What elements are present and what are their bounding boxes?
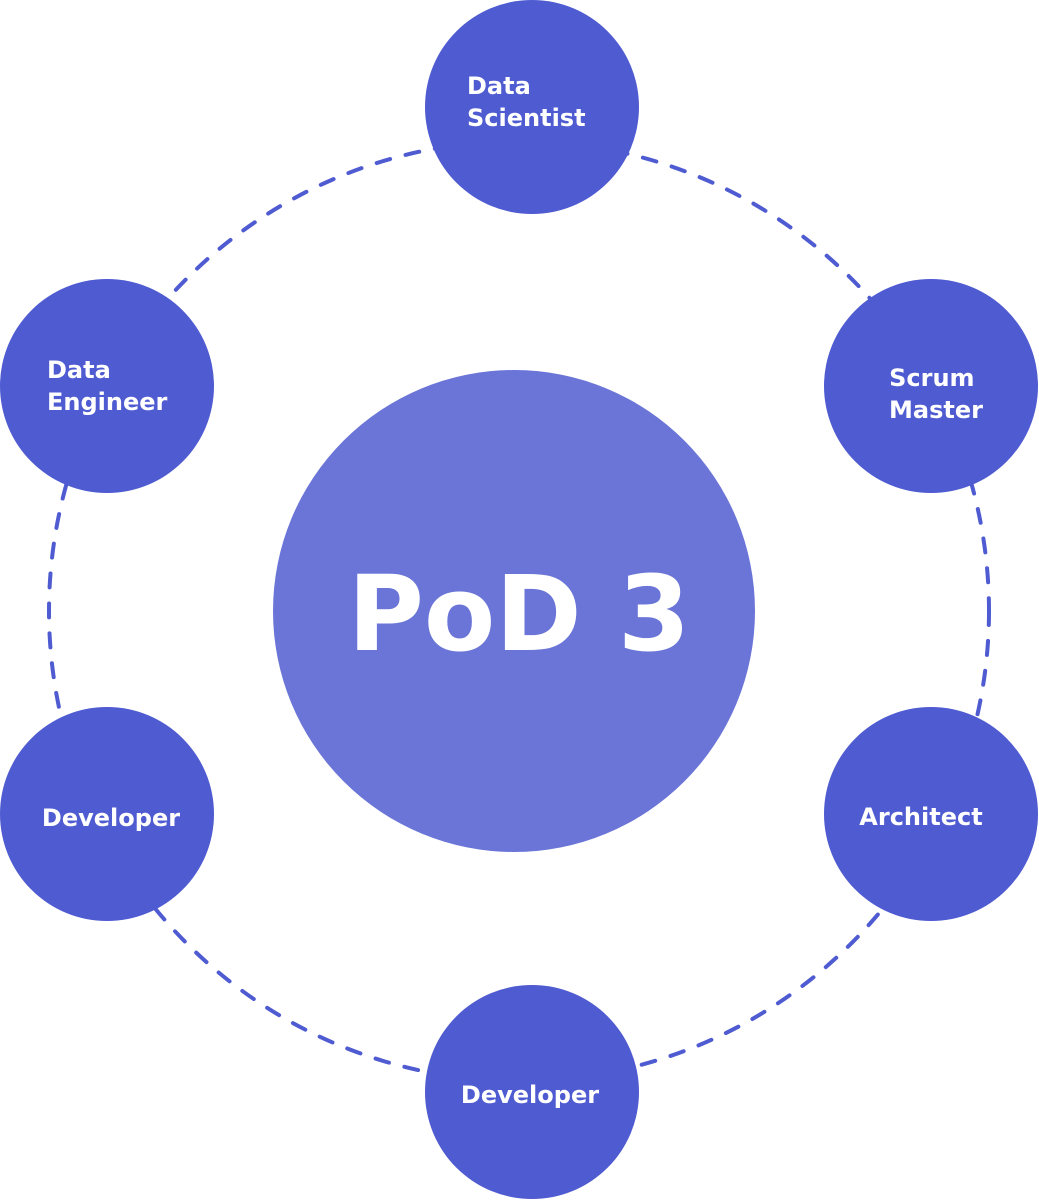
role-node-developer-bottom: Developer: [425, 985, 639, 1199]
role-circle: [824, 707, 1038, 921]
role-node-data-scientist: Data Scientist: [425, 0, 639, 214]
role-circle: [425, 0, 639, 214]
dashed-connector-ring: [47, 139, 991, 1083]
role-circle: [0, 707, 214, 921]
role-label-line: Scrum: [889, 364, 974, 392]
role-label-line: Developer: [461, 1081, 599, 1109]
center-label: PoD 3: [348, 553, 691, 675]
role-label: Developer: [42, 804, 180, 832]
role-circle: [824, 279, 1038, 493]
role-label: Developer: [461, 1081, 599, 1109]
role-circle: [425, 985, 639, 1199]
role-label: Data Scientist: [467, 72, 586, 132]
role-node-developer-left: Developer: [0, 707, 214, 921]
role-label: Scrum Master: [889, 364, 983, 424]
role-label: Architect: [859, 803, 982, 831]
role-label-line: Architect: [859, 803, 982, 831]
role-label-line: Master: [889, 396, 983, 424]
role-label-line: Data: [467, 72, 531, 100]
role-label-line: Developer: [42, 804, 180, 832]
role-node-scrum-master: Scrum Master: [824, 279, 1038, 493]
role-label-line: Scientist: [467, 104, 586, 132]
role-label-line: Data: [47, 356, 111, 384]
role-node-architect: Architect: [824, 707, 1038, 921]
role-node-data-engineer: Data Engineer: [0, 279, 214, 493]
role-label: Data Engineer: [47, 356, 168, 416]
role-label-line: Engineer: [47, 388, 168, 416]
center-circle: [273, 370, 755, 852]
role-circle: [0, 279, 214, 493]
center-node: PoD 3: [273, 370, 755, 852]
